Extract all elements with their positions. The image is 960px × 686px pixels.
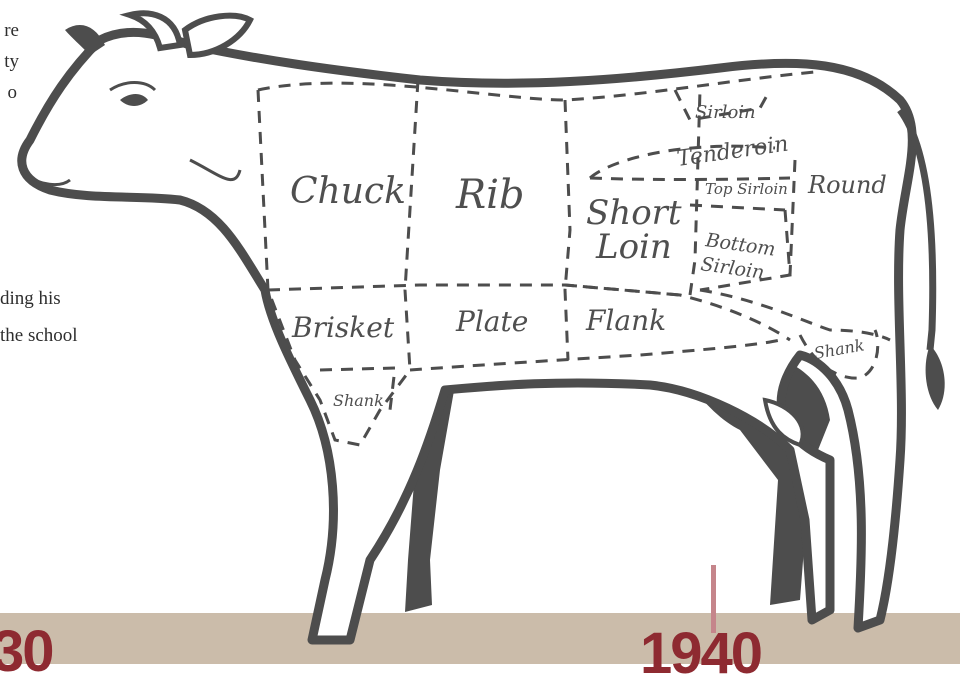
- cut-label-short-loin: Loin: [595, 227, 672, 267]
- cut-label-round: Round: [807, 171, 887, 199]
- beef-cuts-diagram: Chuck Rib Short Loin Sirloin Tenderoin T…: [0, 0, 960, 664]
- cut-label-flank: Flank: [585, 304, 666, 337]
- cut-label-chuck: Chuck: [290, 171, 406, 212]
- cut-label-sirloin: Sirloin: [695, 102, 756, 123]
- cut-label-brisket: Brisket: [291, 311, 395, 344]
- cut-label-plate: Plate: [455, 305, 528, 338]
- cut-label-shank-front: Shank: [333, 391, 384, 410]
- cut-label-top-sirloin: Top Sirloin: [705, 180, 788, 198]
- tail-tuft: [926, 345, 945, 410]
- cut-label-rib: Rib: [455, 172, 525, 218]
